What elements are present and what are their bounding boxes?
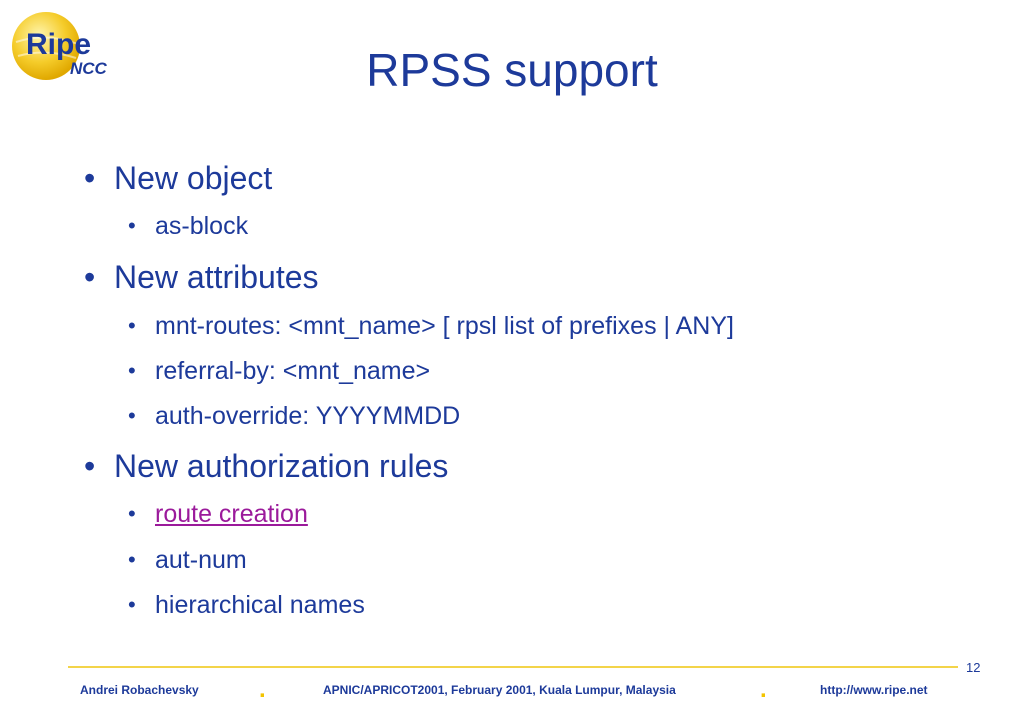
- page-number: 12: [966, 660, 981, 675]
- bullet-icon: •: [128, 592, 136, 617]
- bullet-icon: •: [84, 448, 96, 484]
- slide-title: RPSS support: [366, 44, 658, 96]
- bullet-icon: •: [84, 160, 96, 196]
- footer-separator-dot: .: [259, 676, 266, 703]
- footer-event: APNIC/APRICOT2001, February 2001, Kuala …: [323, 683, 676, 697]
- bullet-icon: •: [128, 313, 136, 338]
- footer-separator-dot: .: [760, 676, 767, 703]
- bullet-icon: •: [84, 259, 96, 295]
- bullet-icon: •: [128, 501, 136, 526]
- footer-author: Andrei Robachevsky: [80, 683, 199, 697]
- ripe-ncc-logo: Ripe NCC: [12, 12, 108, 80]
- bullet-icon: •: [128, 403, 136, 428]
- bullet-icon: •: [128, 547, 136, 572]
- bullet-icon: •: [128, 358, 136, 383]
- footer-divider: [68, 666, 958, 668]
- logo-wordmark: Ripe: [26, 28, 91, 61]
- route-creation-link[interactable]: route creation: [155, 500, 308, 528]
- footer-url[interactable]: http://www.ripe.net: [820, 683, 928, 697]
- logo-sub: NCC: [70, 59, 108, 78]
- bullet-icon: •: [128, 213, 136, 238]
